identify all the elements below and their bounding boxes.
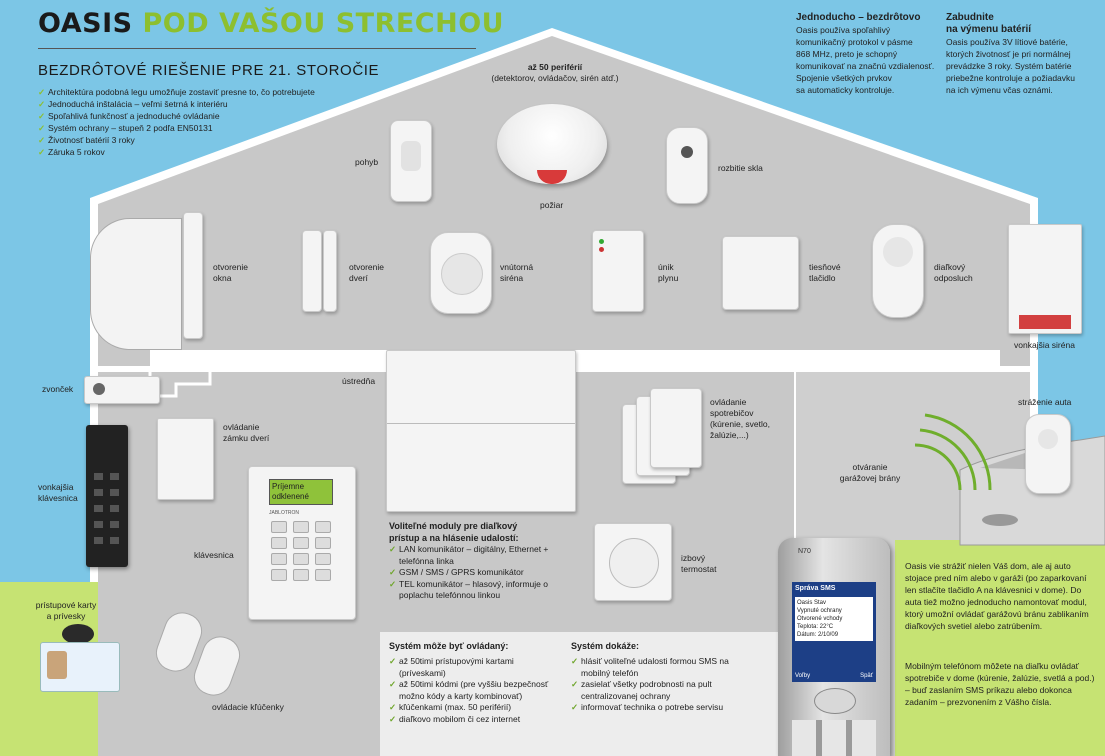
subtitle: BEZDRÔTOVÉ RIEŠENIE PRE 21. STOROČIE	[38, 62, 380, 79]
keypad: Príjemne odklenené JABLOTRON	[248, 466, 356, 620]
signal-arc-3	[924, 413, 992, 491]
battery-text: Oasis používa 3V lítiové batérie, ktorýc…	[946, 37, 1076, 95]
indoor-siren	[430, 232, 492, 314]
doorbell-device	[84, 376, 160, 404]
siren-in-label: vnútorná siréna	[500, 262, 534, 283]
outdoor-siren-label: vonkajšia siréna	[1014, 340, 1075, 350]
module-item: GSM / SMS / GPRS komunikátor	[389, 567, 549, 579]
feature-item: Architektúra podobná legu umožňuje zosta…	[38, 86, 315, 98]
capable-item: zasielať všetky podrobnosti na pult cent…	[571, 679, 746, 702]
door-label: otvorenie dverí	[349, 262, 384, 283]
phone-screen: Správa SMS Oasis Stav Vypnuté ochrany Ot…	[792, 582, 876, 682]
door-lock-module	[157, 418, 214, 500]
thermostat	[594, 523, 672, 601]
feature-list: Architektúra podobná legu umožňuje zosta…	[38, 86, 315, 158]
controlled-item: až 50timi prístupovými kartami (príveska…	[389, 656, 559, 679]
panic-button	[722, 236, 799, 310]
phone-soft-right: Späť	[860, 673, 873, 679]
control-label: ústredňa	[342, 376, 376, 386]
cards-label: prístupové karty a prívesky	[35, 600, 97, 621]
window-label: otvorenie okna	[213, 262, 248, 283]
garage-label: otváranie garážovej brány	[839, 462, 901, 483]
title-brand: OASIS	[38, 8, 133, 39]
car-label: stráženie auta	[1018, 397, 1072, 407]
smoke-detector	[497, 104, 607, 184]
access-card	[40, 642, 120, 692]
battery-column: Zabudnite na výmenu batérií Oasis použív…	[946, 12, 1096, 96]
door-magnet	[323, 230, 337, 312]
mobile-phone: N70 Správa SMS Oasis Stav Vypnuté ochran…	[778, 538, 890, 756]
car-sensor	[1025, 414, 1071, 494]
appliances-label: ovládanie spotrebičov (kúrenie, svetlo, …	[710, 397, 770, 440]
keypad-display: Príjemne odklenené	[269, 479, 333, 505]
feature-item: Spoľahlivá funkčnosť a jednoduché ovláda…	[38, 110, 315, 122]
lock-label: ovládanie zámku dverí	[223, 422, 270, 443]
keypad-brand: JABLOTRON	[269, 510, 300, 516]
capable-block: Systém dokáže: hlásiť voliteľné udalosti…	[571, 640, 746, 714]
phone-model: N70	[798, 548, 811, 555]
feature-item: Životnosť batérií 3 roky	[38, 134, 315, 146]
title-rule	[38, 48, 476, 49]
keypad-label: klávesnica	[194, 550, 234, 560]
ext-keypad-label: vonkajšia klávesnica	[38, 482, 78, 503]
outdoor-siren	[1008, 224, 1082, 334]
feature-item: Systém ochrany – stupeň 2 podľa EN50131	[38, 122, 315, 134]
phone-navpad	[814, 688, 856, 714]
thermostat-label: izbový termostat	[681, 553, 717, 574]
wireless-column: Jednoducho – bezdrôtovo Oasis používa sp…	[796, 12, 946, 96]
fobs-label: ovládacie kľúčenky	[212, 702, 284, 712]
signal-arc-2	[919, 428, 977, 491]
battery-title-1: Zabudnite	[946, 12, 994, 23]
page-title: OASIS POD VAŠOU STRECHOU	[38, 8, 504, 39]
access-tag	[62, 624, 94, 644]
lawn-right	[895, 540, 1105, 756]
appliance-module-3	[650, 388, 702, 468]
peripherals-label: až 50 periférií (detektorov, ovládačov, …	[491, 62, 619, 83]
battery-title-2: na výmenu batérií	[946, 24, 1032, 35]
module-item: TEL komunikátor – hlasový, informuje o p…	[389, 579, 549, 602]
motion-label: pohyb	[355, 157, 379, 167]
listen-label: diaľkový odposluch	[934, 262, 973, 283]
wireless-title: Jednoducho – bezdrôtovo	[796, 12, 921, 23]
mobile-text: Mobilným telefónom môžete na diaľku ovlá…	[905, 661, 1095, 707]
control-panel	[386, 350, 576, 512]
module-item: LAN komunikátor – digitálny, Ethernet + …	[389, 544, 549, 567]
title-rest: POD VAŠOU STRECHOU	[142, 8, 505, 39]
external-keypad	[86, 425, 128, 567]
remote-listening-device	[872, 224, 924, 318]
capable-item: hlásiť voliteľné udalosti formou SMS na …	[571, 656, 746, 679]
panic-label: tiesňové tlačidlo	[809, 262, 841, 283]
fire-label: požiar	[540, 200, 564, 210]
modules-block: Voliteľné moduly pre diaľkový prístup a …	[389, 520, 549, 602]
gas-label: únik plynu	[658, 262, 679, 283]
gas-detector	[592, 230, 644, 312]
feature-item: Záruka 5 rokov	[38, 146, 315, 158]
door-sensor	[302, 230, 322, 312]
capable-item: informovať technika o potrebe servisu	[571, 702, 746, 714]
controlled-block: Systém môže byť ovládaný: až 50timi prís…	[389, 640, 559, 725]
car-text: Oasis vie strážiť nielen Váš dom, ale aj…	[905, 561, 1089, 631]
window-sensor	[183, 212, 203, 339]
motion-sensor	[390, 120, 432, 202]
feature-item: Jednoduchá inštalácia – veľmi šetrná k i…	[38, 98, 315, 110]
signal-arc-1	[914, 443, 962, 491]
window-image	[90, 218, 182, 350]
glass-break-sensor	[666, 127, 708, 204]
controlled-item: až 50timi kódmi (pre vyššiu bezpečnosť m…	[389, 679, 559, 702]
phone-soft-left: Voľby	[795, 673, 811, 679]
controlled-item: diaľkovo mobilom či cez internet	[389, 714, 559, 726]
doorbell-label: zvonček	[42, 384, 74, 394]
glass-label: rozbitie skla	[718, 163, 763, 173]
controlled-item: kľúčenkami (max. 50 periférií)	[389, 702, 559, 714]
wireless-text: Oasis používa spoľahlivý komunikačný pro…	[796, 25, 935, 95]
phone-keys	[792, 720, 876, 756]
